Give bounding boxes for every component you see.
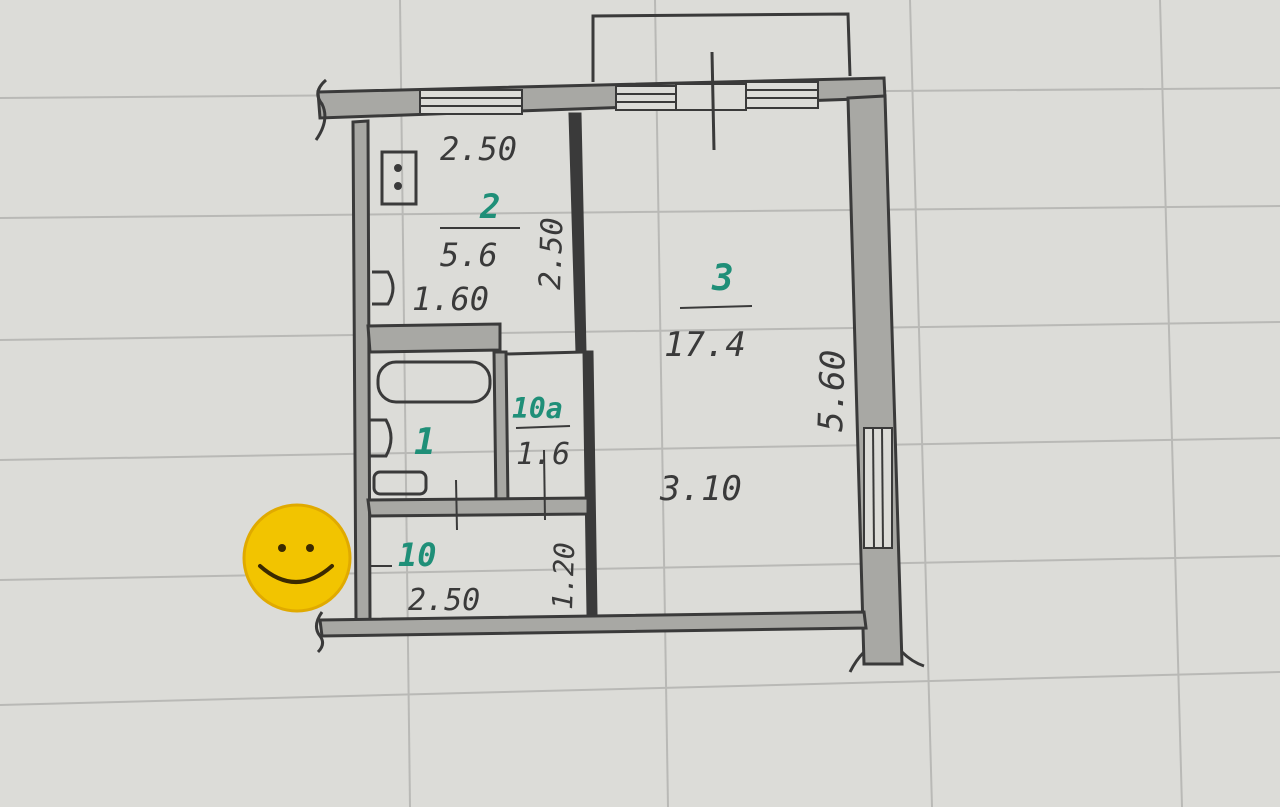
living-height-label: 5.60 bbox=[811, 349, 854, 432]
break-symbols bbox=[314, 78, 925, 673]
stove-icon bbox=[380, 150, 418, 206]
balcony-window bbox=[615, 85, 677, 111]
walls bbox=[316, 12, 904, 666]
bathroom-number: 1 bbox=[414, 422, 436, 463]
corridor-number: 10 bbox=[398, 536, 437, 574]
kitchen-width-label: 2.50 bbox=[440, 130, 517, 168]
living-partition bbox=[582, 350, 598, 616]
smiley-face-icon bbox=[242, 503, 352, 613]
kitchen-height-label: 2.50 bbox=[533, 217, 571, 290]
left-wall bbox=[351, 119, 372, 622]
kitchen-window bbox=[419, 89, 523, 115]
living-width-label: 3.10 bbox=[659, 469, 742, 509]
kitchen-depth-label: 1.60 bbox=[412, 280, 489, 318]
closet-fraction-line bbox=[515, 425, 571, 429]
corridor-width-label: 2.50 bbox=[408, 583, 480, 618]
toilet-icon bbox=[370, 418, 393, 458]
balcony bbox=[591, 12, 852, 82]
balcony-door bbox=[675, 83, 747, 111]
living-area: 17.4 bbox=[664, 325, 746, 365]
inner-partitions bbox=[366, 322, 590, 518]
corridor-depth-label: 1.20 bbox=[546, 542, 581, 611]
fixtures bbox=[370, 150, 546, 567]
bath-corridor-wall bbox=[366, 496, 590, 518]
living-fraction-line bbox=[679, 305, 753, 309]
kitchen-bath-wall bbox=[366, 322, 502, 354]
bath-closet-wall bbox=[492, 350, 510, 506]
balcony-door-mark bbox=[710, 51, 716, 151]
living-number: 3 bbox=[711, 258, 734, 299]
closet-area: 1.6 bbox=[516, 437, 570, 472]
washbasin-icon bbox=[372, 470, 428, 496]
bottom-wall bbox=[318, 610, 868, 638]
side-window bbox=[863, 427, 893, 549]
kitchen-sink-icon bbox=[372, 270, 395, 306]
kitchen-number: 2 bbox=[479, 187, 500, 227]
windows bbox=[419, 81, 893, 549]
living-window bbox=[745, 81, 819, 109]
kitchen-area: 5.6 bbox=[440, 236, 498, 274]
closet-number: 10a bbox=[512, 392, 563, 425]
bathtub-icon bbox=[376, 360, 492, 404]
